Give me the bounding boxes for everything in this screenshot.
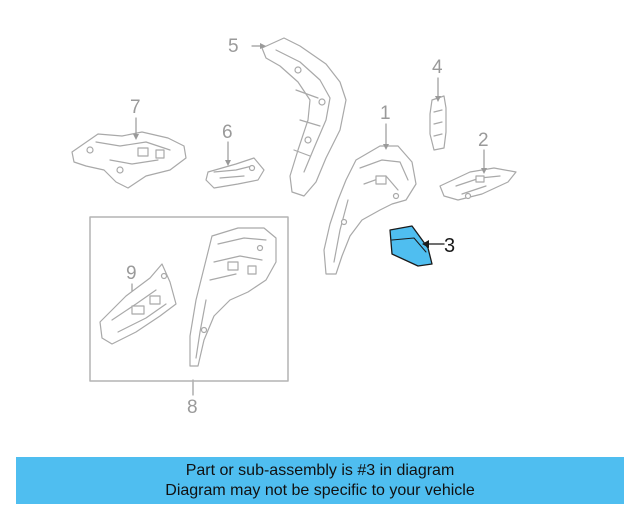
part-5-pillar[interactable] xyxy=(261,37,347,197)
callout-6: 6 xyxy=(222,122,233,143)
part-2-bracket[interactable] xyxy=(439,167,517,201)
part-3-highlighted[interactable] xyxy=(389,225,445,267)
callout-5: 5 xyxy=(228,36,239,57)
part-9-bracket[interactable] xyxy=(99,263,177,345)
banner-line-2: Diagram may not be specific to your vehi… xyxy=(165,481,475,499)
info-banner: Part or sub-assembly is #3 in diagram Di… xyxy=(16,457,624,504)
part-8-inner-panel[interactable] xyxy=(189,227,277,367)
callout-4: 4 xyxy=(432,57,443,78)
callout-1: 1 xyxy=(380,103,391,124)
callout-8: 8 xyxy=(187,397,198,418)
part-4-plate[interactable] xyxy=(429,95,447,151)
part-1-wheelhouse[interactable] xyxy=(323,145,417,275)
subassembly-box xyxy=(89,216,289,382)
banner-line-1: Part or sub-assembly is #3 in diagram xyxy=(185,461,455,479)
callout-7: 7 xyxy=(130,97,141,118)
callout-2: 2 xyxy=(478,130,489,151)
part-7-bracket[interactable] xyxy=(71,131,187,189)
part-6-bracket[interactable] xyxy=(205,157,265,189)
parts-diagram xyxy=(71,37,517,396)
callout-9: 9 xyxy=(126,263,137,284)
callout-3[interactable]: 3 xyxy=(444,235,456,257)
